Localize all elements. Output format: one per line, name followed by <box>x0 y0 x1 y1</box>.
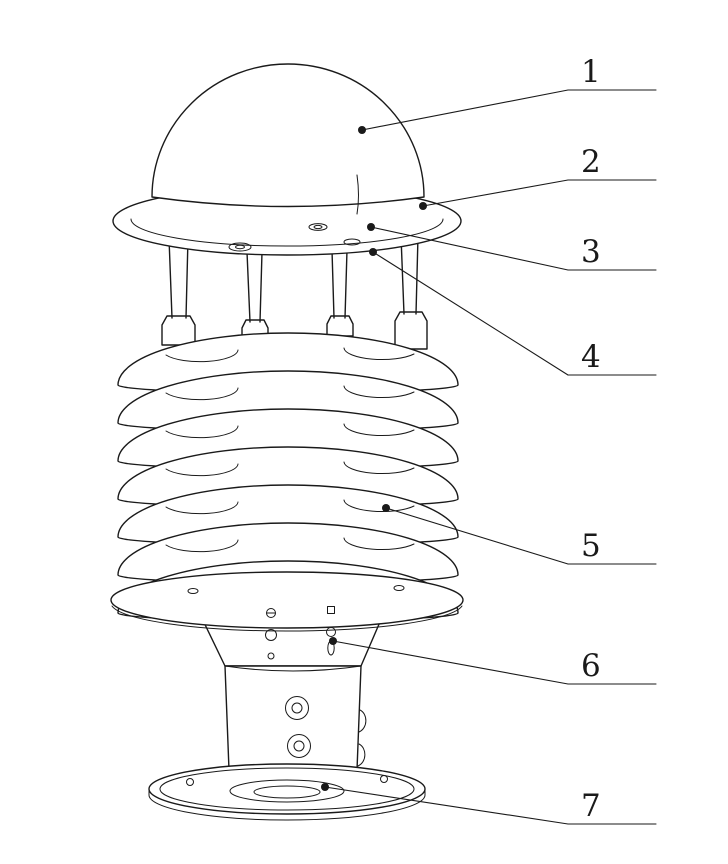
indicator-hole <box>265 629 277 641</box>
callout-5-leader <box>385 507 657 565</box>
base-flange <box>148 763 426 821</box>
support-post-right <box>394 235 428 350</box>
cap-underside-screws <box>228 223 361 252</box>
callout-label-4: 4 <box>581 339 601 375</box>
callout-labels: 1 2 3 4 5 6 7 <box>321 54 601 824</box>
flange-thickness <box>148 794 426 821</box>
cap-underside-edge <box>130 218 444 247</box>
support-post-mid-right <box>326 249 354 337</box>
callout-5-dot <box>382 504 390 512</box>
callout-7-leader <box>324 786 657 825</box>
callout-6-leader <box>332 640 657 685</box>
cable-gland-lower <box>287 734 311 758</box>
side-lug-lower <box>357 743 366 767</box>
bottom-plate-thickness <box>111 605 463 632</box>
pedestal-cylinder <box>224 665 362 771</box>
connector-pin-top <box>326 627 336 637</box>
device-drawing <box>110 63 464 821</box>
flange-bolt-left <box>186 778 194 786</box>
callout-label-5: 5 <box>581 528 601 564</box>
cable-gland-upper <box>285 696 309 720</box>
callout-2-dot <box>419 202 427 210</box>
callout-1-leader <box>361 89 657 131</box>
pedestal-joint-line <box>224 665 362 672</box>
callout-label-6: 6 <box>581 648 601 684</box>
callout-2-leader <box>422 179 657 207</box>
callout-4-leader <box>372 251 657 376</box>
callout-3-leader <box>370 226 657 271</box>
callout-4-dot <box>369 248 377 256</box>
flange-center-ring <box>229 779 345 803</box>
callout-7-dot <box>321 783 329 791</box>
callout-label-7: 7 <box>581 788 601 824</box>
dome <box>151 63 425 215</box>
bottom-plate-bolts <box>187 585 405 594</box>
callout-label-2: 2 <box>581 144 601 180</box>
flange-rim-inner <box>159 767 415 811</box>
small-socket <box>327 606 335 614</box>
flange-bolt-right <box>380 775 388 783</box>
flange-center-slot <box>253 785 321 799</box>
stack-bottom-plate <box>110 571 464 632</box>
callout-6-dot <box>329 637 337 645</box>
dome-shell <box>151 63 425 208</box>
callout-label-3: 3 <box>581 234 601 270</box>
callout-leaders <box>324 89 657 825</box>
dome-seam <box>356 174 359 215</box>
pedestal-details <box>224 606 367 767</box>
callout-3-dot <box>367 223 375 231</box>
flange-top <box>148 763 426 815</box>
callout-label-1: 1 <box>581 54 601 90</box>
small-hole <box>267 652 275 660</box>
callout-1-dot <box>358 126 366 134</box>
side-lug-upper <box>358 709 367 733</box>
